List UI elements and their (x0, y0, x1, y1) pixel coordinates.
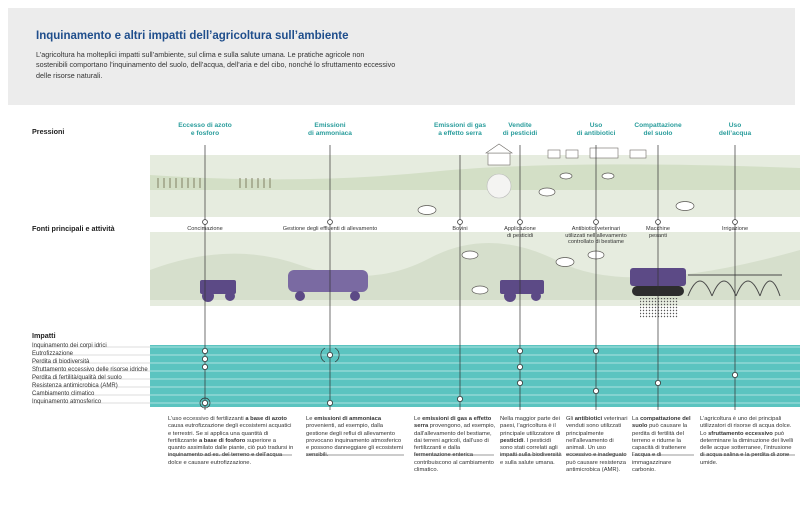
description-ghg: Le emissioni di gas a effetto serra prov… (414, 416, 496, 474)
impact-water-pollution: Inquinamento dei corpi idrici (32, 343, 107, 349)
impact-markers (201, 347, 739, 406)
description-water-use: L’agricoltura è uno dei principali utili… (700, 416, 794, 466)
source-irrigation: Irrigazione (721, 226, 749, 232)
impact-amr: Resistenza antimicrobica (AMR) (32, 383, 118, 389)
row-label-pressures: Pressioni (32, 127, 65, 136)
marker-rings (199, 347, 340, 409)
row-label-sources: Fonti principali e attività (32, 224, 115, 233)
left-gridlines (32, 346, 150, 404)
description-soil-compaction: La compattazione del suolo può causare l… (632, 416, 691, 474)
impact-climate-change: Cambiamento climatico (32, 391, 95, 397)
marker-n-bio (201, 363, 208, 370)
marker-ghg-climate (456, 395, 463, 402)
marker-n-air (201, 399, 208, 406)
marker-ab-amr (593, 387, 600, 394)
source-manure-management: Gestione degli effluenti di allevamento (282, 226, 378, 232)
intro-text: L’agricoltura ha molteplici impatti sull… (36, 50, 396, 80)
row-label-impacts: Impatti (32, 331, 56, 340)
marker-pest-soil (517, 379, 524, 386)
farm-building-icon (485, 143, 647, 166)
header-panel (8, 8, 795, 105)
irrigation-icon (687, 274, 782, 297)
description-antibiotics: Gli antibiotici veterinari venduti sono … (566, 416, 628, 474)
marker-nh3-eutro (326, 351, 333, 358)
source-markers (202, 219, 738, 225)
marker-compact-soil (655, 379, 662, 386)
description-ammonia: Le emissioni di ammoniaca provenienti, a… (306, 416, 403, 459)
field-strip (150, 164, 800, 190)
impact-water-overexploitation: Sfruttamento eccessivo delle risorse idr… (32, 367, 148, 373)
marker-pest-water (517, 347, 524, 354)
description-nitrogen: L’uso eccessivo di fertilizzanti a base … (168, 416, 294, 466)
cow-icon (417, 172, 695, 295)
impact-biodiversity-loss: Perdita di biodiversità (32, 359, 90, 365)
marker-pest-bio (517, 363, 524, 370)
impact-soil-fertility-loss: Perdita di fertilità/qualità del suolo (32, 375, 122, 381)
impact-eutrophication: Eutrofizzazione (32, 351, 74, 357)
marker-n-eutro (201, 355, 208, 362)
marker-n-water (201, 347, 208, 354)
marker-nh3-air (326, 399, 333, 406)
compacted-soil (640, 298, 678, 318)
impacts-band (150, 345, 800, 407)
marker-water-overuse (732, 371, 739, 378)
marker-ab-water (593, 347, 600, 354)
spray-icon (486, 173, 512, 199)
impact-air-pollution: Inquinamento atmosferico (32, 399, 102, 405)
crop-rows (157, 178, 271, 188)
source-cattle: Bovini (452, 226, 468, 232)
source-fertilization: Concimazione (187, 226, 223, 232)
page-title: Inquinamento e altri impatti dell’agrico… (36, 30, 349, 42)
description-pesticides: Nella maggior parte dei paesi, l’agricol… (500, 416, 562, 466)
impact-gridlines (32, 346, 800, 404)
